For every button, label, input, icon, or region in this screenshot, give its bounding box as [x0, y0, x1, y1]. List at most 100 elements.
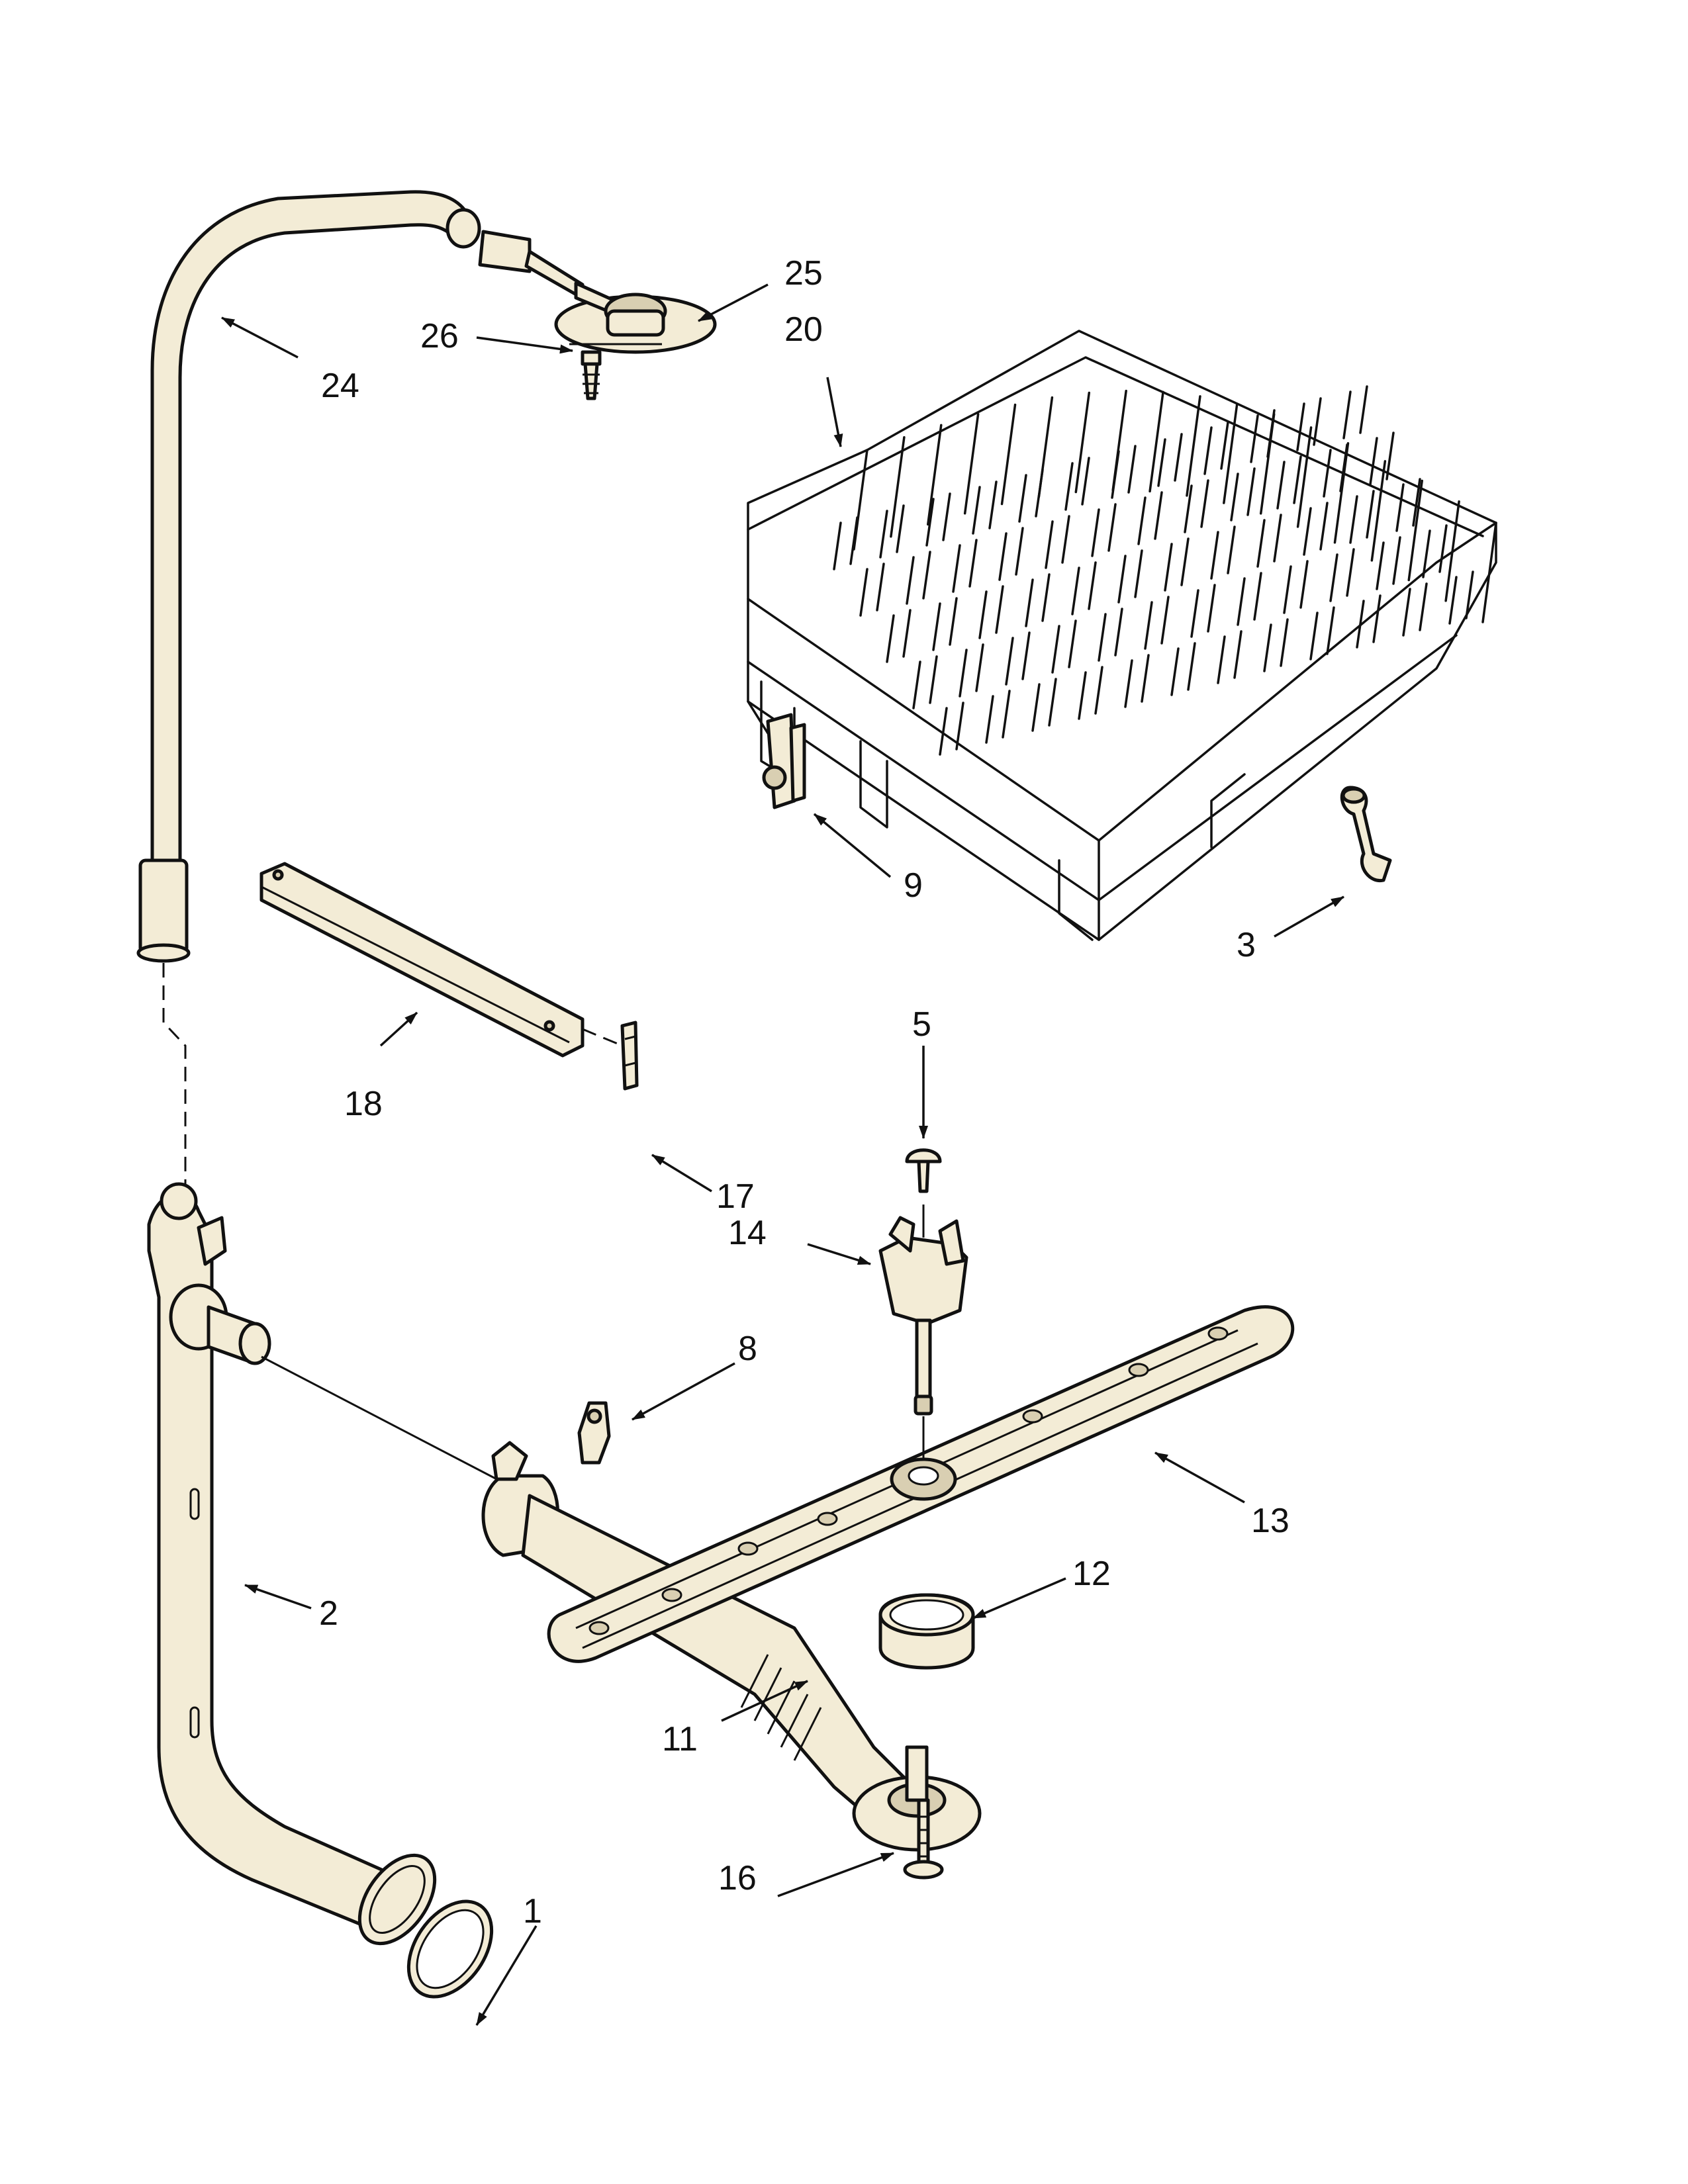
- rack-wire: [1444, 500, 1460, 602]
- callout-25: 25: [784, 254, 823, 293]
- part-16-screw: [903, 1798, 944, 1880]
- part-11-manifold-tube: [261, 1355, 982, 1852]
- rack-tine: [1309, 606, 1335, 660]
- rack-tine: [1276, 455, 1302, 510]
- callout-2: 2: [319, 1594, 338, 1633]
- rack-tine: [1137, 491, 1163, 545]
- callout-16: 16: [718, 1859, 757, 1897]
- callout-14: 14: [728, 1214, 767, 1252]
- spray-hole: [1207, 1326, 1229, 1341]
- rack-wire: [963, 412, 980, 515]
- rack-tine: [1025, 573, 1051, 627]
- rack-tine: [1071, 561, 1097, 615]
- rack-tine: [1184, 479, 1209, 533]
- rack-tine: [886, 609, 912, 663]
- rack-wire: [890, 435, 906, 538]
- callout-leaders: [221, 283, 1344, 2026]
- part-17-track-stop: [582, 1021, 639, 1091]
- rack-wire: [1370, 460, 1387, 562]
- rack-tine: [1164, 537, 1190, 592]
- spray-hole: [737, 1541, 759, 1556]
- rack-tine: [833, 516, 859, 570]
- callout-8: 8: [738, 1330, 757, 1368]
- rack-tine: [939, 702, 964, 756]
- rack-tine: [1422, 524, 1448, 578]
- rack-tine: [859, 563, 885, 617]
- rack-tine: [1190, 584, 1216, 638]
- rack-tine: [906, 551, 931, 605]
- rack-tine: [1117, 549, 1143, 604]
- rack-tine: [1230, 467, 1256, 522]
- part-5-screw: [905, 1148, 942, 1193]
- part-26-screw: [581, 350, 602, 400]
- rack-wire: [1481, 522, 1497, 623]
- rack-tine: [1064, 457, 1090, 511]
- rack-tine: [1256, 514, 1282, 568]
- part-20-upper-dishrack: [747, 330, 1497, 941]
- rack-tine: [879, 504, 905, 559]
- spray-hole: [1128, 1363, 1149, 1377]
- part-25-spray-head: [554, 281, 717, 354]
- rack-tine: [1157, 433, 1183, 487]
- rack-wire: [1296, 426, 1313, 528]
- rack-tine: [1395, 478, 1421, 532]
- rack-wire: [1223, 402, 1239, 504]
- rack-tine: [912, 655, 938, 709]
- rack-tine: [1369, 432, 1395, 486]
- part-9-rack-clip: [762, 713, 806, 809]
- spray-hole: [661, 1588, 682, 1602]
- rack-tine: [1111, 445, 1137, 499]
- part-24-upper-tube: [136, 190, 585, 963]
- rack-tine: [1144, 596, 1170, 650]
- rack-wire: [1149, 390, 1164, 493]
- rack-tine: [1051, 619, 1077, 674]
- rack-tine: [1078, 666, 1103, 720]
- callout-12: 12: [1072, 1555, 1111, 1593]
- rack-tine: [1329, 548, 1355, 602]
- part-8-bearing-clip: [491, 1401, 611, 1481]
- rack-tine: [1203, 421, 1229, 475]
- rack-tine: [1376, 536, 1401, 590]
- callout-24: 24: [321, 367, 359, 405]
- callout-18: 18: [344, 1085, 383, 1123]
- rack-tine: [932, 597, 958, 651]
- spray-hole: [1022, 1409, 1043, 1424]
- rack-tine: [1005, 631, 1031, 686]
- rack-tine: [925, 492, 951, 547]
- rack-tine: [985, 690, 1011, 744]
- part-3-rack-stop: [1340, 786, 1392, 883]
- rack-tine: [1356, 594, 1382, 649]
- part-1-o-ring: [406, 1899, 494, 1999]
- callout-5: 5: [912, 1005, 931, 1044]
- callout-13: 13: [1251, 1502, 1289, 1540]
- rack-tine: [1349, 490, 1375, 544]
- rack-wire: [1186, 395, 1201, 497]
- rack-tine: [1217, 630, 1243, 684]
- rack-tine: [1323, 443, 1348, 498]
- rack-tine: [1296, 397, 1322, 451]
- spray-hole: [817, 1512, 838, 1526]
- rack-tine: [1342, 385, 1368, 439]
- callout-9: 9: [904, 866, 923, 905]
- callout-11: 11: [662, 1720, 698, 1758]
- callout-labels: 1 2 3 5 8 9 11 12 13 14 16 17 18 20 24 2…: [319, 254, 1289, 1931]
- rack-wire: [1407, 479, 1423, 582]
- rack-wire: [1000, 403, 1017, 506]
- callout-26: 26: [420, 317, 459, 355]
- rack-tine: [1250, 409, 1276, 463]
- part-14-spray-arm-mount: [878, 1205, 968, 1459]
- rack-tine: [1263, 618, 1289, 672]
- rack-tine: [978, 585, 1004, 639]
- rack-tine: [1170, 642, 1196, 696]
- callout-17: 17: [716, 1177, 755, 1216]
- callout-1: 1: [523, 1892, 542, 1931]
- rack-tine: [1210, 525, 1236, 580]
- spray-hole: [588, 1621, 610, 1635]
- part-18-rack-track: [259, 862, 585, 1058]
- rack-tine: [952, 539, 978, 593]
- rack-tine: [1237, 572, 1262, 626]
- rack-tine: [1018, 469, 1044, 523]
- rack-tine: [1303, 502, 1329, 556]
- part-13-lower-spray-arm: [547, 1305, 1295, 1663]
